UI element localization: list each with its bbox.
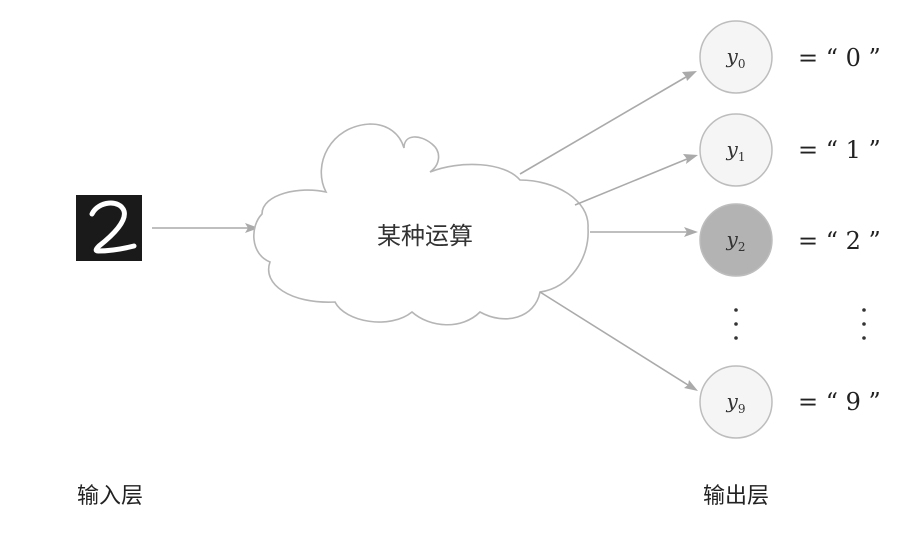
equation-y9: = “ 9 ” — [798, 388, 881, 416]
equation-y0: = “ 0 ” — [798, 44, 881, 72]
digit-stroke — [89, 200, 137, 254]
equation-y1: = “ 1 ” — [798, 136, 881, 164]
output-node-y0: y0 — [699, 20, 773, 94]
node-circle — [699, 20, 773, 94]
output-node-y1: y1 — [699, 113, 773, 187]
node-circle — [699, 113, 773, 187]
arrow-to-y0 — [519, 76, 687, 175]
output-layer-label: 输出层 — [703, 484, 769, 509]
computation-cloud: 某种运算 — [253, 123, 589, 326]
node-label: y2 — [726, 227, 746, 254]
equation-ellipsis — [862, 308, 866, 340]
arrow-head-y1 — [683, 154, 698, 164]
arrow-to-y9 — [539, 291, 689, 386]
input-arrow-head — [245, 223, 259, 233]
arrow-head-y2 — [684, 227, 698, 237]
equation-y2: = “ 2 ” — [798, 227, 881, 255]
cloud-label: 某种运算 — [377, 222, 473, 250]
output-node-y9: y9 — [699, 365, 773, 439]
node-label: y1 — [726, 137, 746, 164]
arrow-to-y1 — [574, 158, 688, 206]
output-node-y2: y2 — [699, 203, 773, 277]
node-label: y0 — [726, 44, 746, 71]
cloud-shape — [253, 123, 589, 326]
input-arrow — [152, 223, 259, 233]
output-arrows — [519, 71, 698, 391]
arrow-head-y9 — [684, 380, 698, 391]
node-ellipsis — [734, 308, 738, 340]
input-layer-label: 输入层 — [77, 484, 143, 509]
node-circle — [699, 365, 773, 439]
input-digit-image — [76, 195, 142, 261]
node-circle-highlighted — [699, 203, 773, 277]
node-label: y9 — [726, 389, 746, 416]
arrow-head-y0 — [682, 71, 697, 81]
